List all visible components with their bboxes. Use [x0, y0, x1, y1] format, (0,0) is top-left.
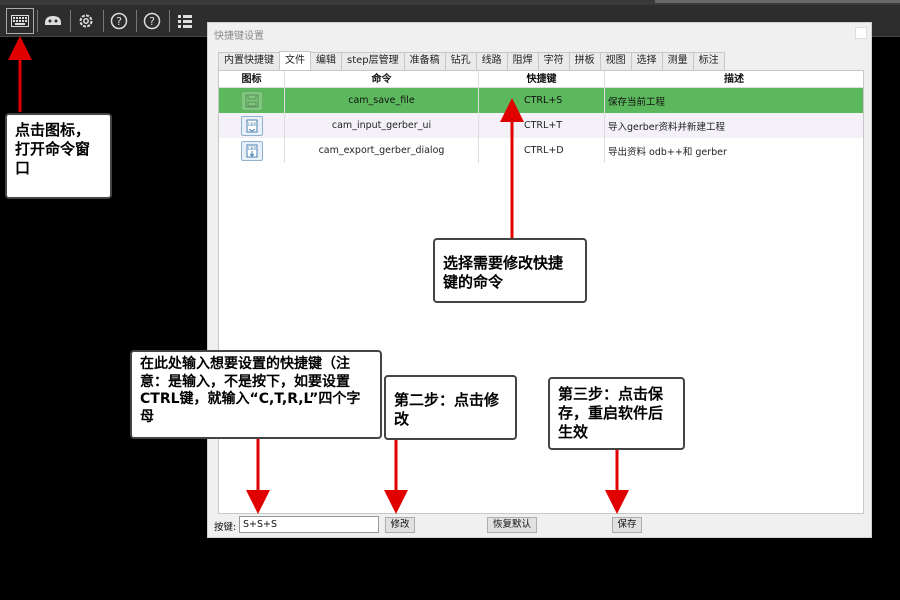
toolbar-separator: [169, 9, 170, 32]
row-command: cam_save_file: [285, 88, 479, 113]
list-icon: [178, 14, 192, 28]
row-icon-cell: GBR: [219, 113, 285, 138]
import-icon: GBR: [240, 115, 263, 136]
toolbar-separator: [103, 9, 104, 32]
key-label: 按键:: [214, 522, 237, 533]
top-strip-line: [655, 0, 900, 3]
column-header-icon[interactable]: 图标: [219, 71, 285, 87]
gear-icon: [79, 14, 93, 27]
export-icon: GBR: [240, 140, 263, 161]
callout-step2: 第二步：点击修改: [384, 375, 517, 440]
row-description: 导入gerber资料并新建工程: [608, 121, 726, 133]
save-button[interactable]: 保存: [612, 517, 642, 533]
row-shortcut: CTRL+S: [479, 88, 605, 113]
svg-text:GBR: GBR: [247, 146, 256, 151]
table-row[interactable]: GBR cam_export_gerber_dialog CTRL+D 导出资料…: [219, 138, 863, 163]
keyboard-icon: [11, 14, 29, 27]
dialog-title: 快捷键设置: [214, 31, 264, 42]
restore-default-button[interactable]: 恢复默认: [487, 517, 537, 533]
tab-bar: 内置快捷键 文件 编辑 step层管理 准备稿 钻孔 线路 阻焊 字符 拼板 视…: [218, 51, 725, 70]
shortcut-key-input[interactable]: S+S+S: [239, 516, 379, 533]
close-icon[interactable]: [855, 27, 867, 39]
row-shortcut: CTRL+T: [479, 113, 605, 138]
table-row[interactable]: cam_save_file CTRL+S 保存当前工程: [219, 88, 863, 113]
callout-select-command: 选择需要修改快捷键的命令: [433, 238, 587, 303]
row-icon-cell: [219, 88, 285, 113]
row-description: 保存当前工程: [608, 96, 666, 108]
toolbar-separator: [37, 9, 38, 32]
callout-input-hint: 在此处输入想要设置的快捷键（注意：是输入，不是按下，如要设置CTRL键，就输入“…: [130, 350, 382, 439]
about-button[interactable]: ?: [138, 8, 166, 34]
bottom-bar: 按键: S+S+S 修改 恢复默认 保存: [214, 516, 864, 534]
tab-annotate[interactable]: 标注: [692, 52, 725, 70]
mouse-settings-button[interactable]: [39, 8, 67, 34]
table-row[interactable]: GBR cam_input_gerber_ui CTRL+T 导入gerber资…: [219, 113, 863, 138]
column-header-shortcut[interactable]: 快捷键: [479, 71, 605, 87]
table-header: 图标 命令 快捷键 描述: [219, 71, 863, 88]
help-icon: ?: [110, 12, 128, 29]
callout-step3: 第三步：点击保存，重启软件后生效: [548, 377, 685, 450]
row-description: 导出资料 odb++和 gerber: [608, 146, 727, 158]
modify-button[interactable]: 修改: [385, 517, 415, 533]
svg-text:?: ?: [116, 15, 122, 28]
toolbar-separator: [136, 9, 137, 32]
help-icon: ?: [143, 12, 161, 29]
keyboard-shortcut-button[interactable]: [6, 7, 34, 34]
help-button[interactable]: ?: [105, 8, 133, 34]
mouse-icon: [45, 15, 61, 25]
row-icon-cell: GBR: [219, 138, 285, 163]
settings-button[interactable]: [72, 8, 100, 34]
callout-open-window: 点击图标，打开命令窗口: [5, 113, 112, 199]
list-button[interactable]: [171, 8, 199, 34]
shortcut-settings-dialog: 快捷键设置 内置快捷键 文件 编辑 step层管理 准备稿 钻孔 线路 阻焊 字…: [207, 22, 872, 538]
svg-text:GBR: GBR: [247, 122, 256, 127]
row-shortcut: CTRL+D: [479, 138, 605, 163]
toolbar-separator: [70, 9, 71, 32]
row-command: cam_export_gerber_dialog: [285, 138, 479, 163]
row-command: cam_input_gerber_ui: [285, 113, 479, 138]
column-header-description[interactable]: 描述: [724, 74, 744, 85]
window-top-strip: [0, 0, 900, 5]
svg-text:?: ?: [149, 15, 155, 28]
save-icon: [240, 90, 263, 111]
column-header-command[interactable]: 命令: [285, 71, 479, 87]
